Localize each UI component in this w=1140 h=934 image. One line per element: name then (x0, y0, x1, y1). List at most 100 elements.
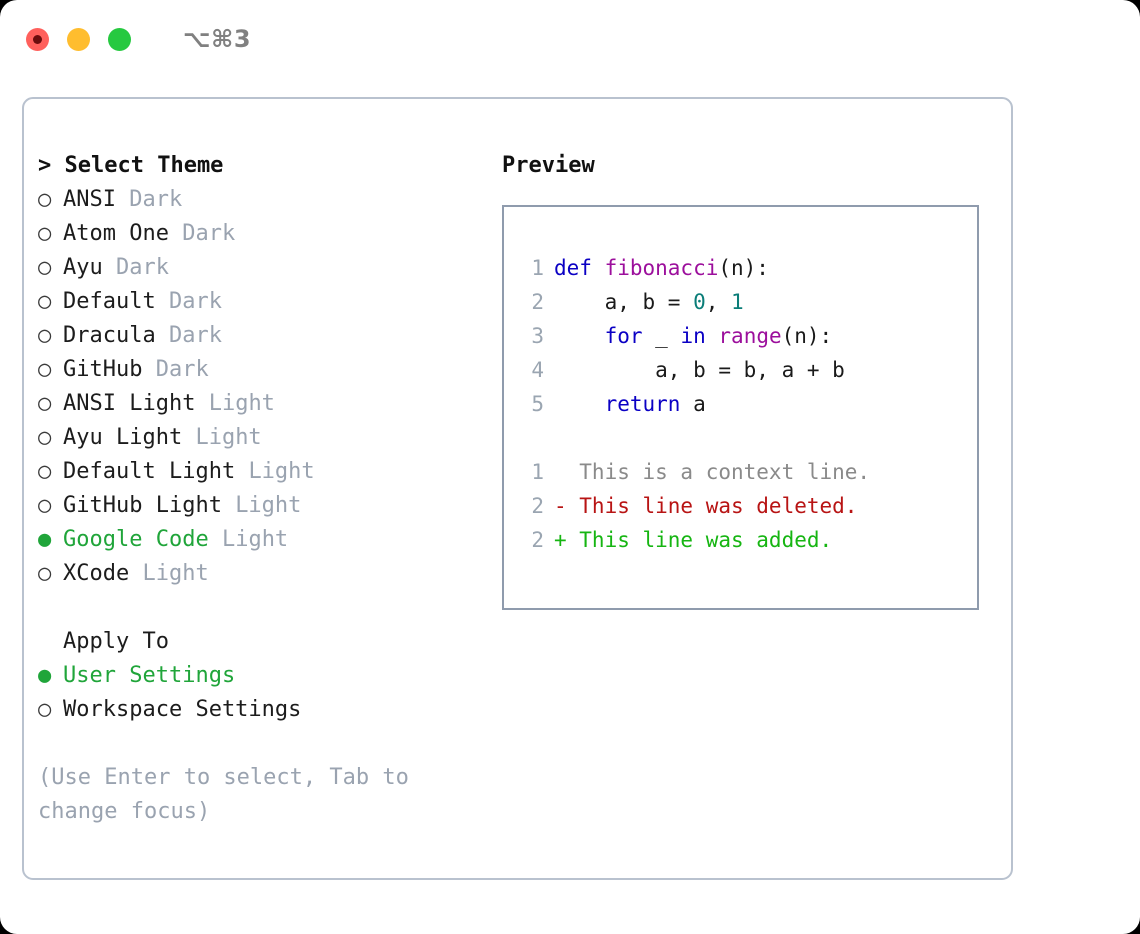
theme-option-name: Atom One (63, 221, 183, 246)
code-line: 2 a, b = 0, 1 (518, 285, 977, 319)
theme-option-name: Ayu Light (63, 425, 196, 450)
close-window-button[interactable] (26, 27, 49, 51)
code-line: 4 a, b = b, a + b (518, 353, 977, 387)
keyboard-hint-text: (Use Enter to select, Tab to change focu… (38, 765, 409, 824)
minimize-window-button[interactable] (67, 27, 90, 51)
theme-option-ayu[interactable]: ○ Ayu Dark (38, 251, 488, 285)
maximize-window-button[interactable] (108, 27, 131, 51)
code-token-txt (706, 324, 719, 348)
radio-unselected-icon: ○ (38, 221, 52, 246)
code-token-num: 0 (693, 290, 706, 314)
code-token-txt: (n): (781, 324, 833, 348)
theme-picker-panel: > Select Theme ○ANSI Dark○Atom One Dark○… (22, 97, 1013, 880)
theme-option-xcode[interactable]: ○ XCode Light (38, 557, 488, 591)
apply-to-option-list: ● User Settings ○Workspace Settings (38, 659, 488, 727)
radio-unselected-icon: ○ (38, 493, 52, 518)
theme-option-google-code[interactable]: ● Google Code Light (38, 523, 488, 557)
line-number: 1 (531, 256, 544, 280)
radio-unselected-icon: ○ (38, 391, 52, 416)
theme-option-name: Default (63, 289, 169, 314)
line-number: 2 (531, 528, 544, 552)
theme-option-list: ○ANSI Dark○Atom One Dark○Ayu Dark○Defaul… (38, 183, 488, 591)
radio-unselected-icon: ○ (38, 187, 52, 212)
radio-unselected-icon: ○ (38, 357, 52, 382)
code-token-fn: range (718, 324, 782, 348)
code-token-kw: return (604, 392, 681, 416)
theme-option-name: Google Code (63, 527, 222, 552)
theme-option-category: Dark (115, 255, 169, 280)
traffic-light-buttons (26, 27, 131, 51)
theme-option-category: Light (208, 391, 275, 416)
theme-option-name: GitHub Light (63, 493, 236, 518)
code-token-kw: for (604, 324, 643, 348)
radio-unselected-icon: ○ (38, 255, 52, 280)
diff-line-del: 2 - This line was deleted. (518, 489, 977, 523)
code-token-txt: _ (642, 324, 681, 348)
apply-to-section: Apply To ● User Settings ○Workspace Settin… (38, 625, 488, 727)
theme-option-category: Dark (182, 221, 236, 246)
radio-selected-icon: ● (38, 527, 52, 552)
diff-line-text: This is a context line. (554, 460, 871, 484)
theme-option-category: Light (195, 425, 262, 450)
apply-to-option-workspace-settings[interactable]: ○Workspace Settings (38, 693, 488, 727)
theme-option-ansi[interactable]: ○ ANSI Dark (38, 183, 488, 217)
radio-unselected-icon: ○ (38, 561, 52, 586)
theme-option-category: Light (248, 459, 315, 484)
theme-option-category: Dark (168, 289, 222, 314)
theme-option-category: Light (142, 561, 209, 586)
theme-option-ansi-light[interactable]: ○ ANSI Light Light (38, 387, 488, 421)
select-theme-header: > Select Theme (38, 153, 224, 178)
code-token-kw: in (680, 324, 706, 348)
code-token-txt: a, b = (554, 290, 694, 314)
radio-unselected-icon: ○ (38, 697, 52, 722)
line-number: 5 (531, 392, 544, 416)
theme-option-name: Ayu (63, 255, 116, 280)
line-number: 1 (531, 460, 544, 484)
code-token-num: 1 (731, 290, 744, 314)
theme-option-name: GitHub (63, 357, 156, 382)
code-token-fn: fibonacci (604, 256, 719, 280)
code-token-txt (554, 324, 605, 348)
theme-option-default-light[interactable]: ○Default Light Light (38, 455, 488, 489)
radio-unselected-icon: ○ (38, 459, 52, 484)
diff-sample: 1 This is a context line. 2 - This line wa… (518, 455, 977, 557)
window-titlebar: ⌥⌘3 (0, 0, 1140, 78)
theme-option-ayu-light[interactable]: ○ Ayu Light Light (38, 421, 488, 455)
theme-option-github-light[interactable]: ○GitHub Light Light (38, 489, 488, 523)
code-token-kw: def (554, 256, 605, 280)
apply-to-option-user-settings[interactable]: ● User Settings (38, 659, 488, 693)
line-number: 2 (531, 290, 544, 314)
theme-option-category: Dark (155, 357, 209, 382)
diff-line-text: + This line was added. (554, 528, 833, 552)
keyboard-shortcut-label: ⌥⌘3 (183, 25, 252, 53)
code-token-txt: a, b = b, a + b (554, 358, 845, 382)
theme-option-name: ANSI Light (63, 391, 209, 416)
theme-option-default[interactable]: ○Default Dark (38, 285, 488, 319)
diff-line-text: - This line was deleted. (554, 494, 858, 518)
radio-unselected-icon: ○ (38, 425, 52, 450)
code-token-txt: , (705, 290, 732, 314)
theme-option-name: XCode (63, 561, 143, 586)
apply-to-title: Apply To (63, 629, 169, 654)
apply-to-option-label: User Settings (63, 663, 236, 688)
theme-option-name: ANSI (63, 187, 130, 212)
theme-option-github[interactable]: ○ GitHub Dark (38, 353, 488, 387)
theme-option-category: Light (221, 527, 289, 552)
code-line: 3 for _ in range(n): (518, 319, 977, 353)
theme-option-atom-one[interactable]: ○ Atom One Dark (38, 217, 488, 251)
radio-unselected-icon: ○ (38, 323, 52, 348)
diff-line-ctx: 1 This is a context line. (518, 455, 977, 489)
theme-option-category: Dark (168, 323, 222, 348)
code-token-txt: a (680, 392, 706, 416)
radio-selected-icon: ● (38, 663, 52, 688)
line-number: 3 (531, 324, 544, 348)
theme-option-category: Dark (129, 187, 183, 212)
code-line: 5 return a (518, 387, 977, 421)
theme-option-dracula[interactable]: ○Dracula Dark (38, 319, 488, 353)
line-number: 2 (531, 494, 544, 518)
